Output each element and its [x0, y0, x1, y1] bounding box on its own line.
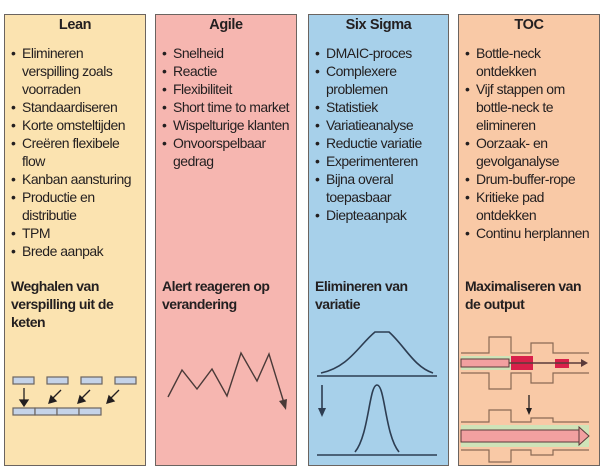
- list-item: DMAIC-proces: [315, 44, 446, 62]
- list-item: Oorzaak- en gevolganalyse: [465, 134, 597, 170]
- agile-zigzag-illustration: [167, 351, 287, 410]
- list-item: Continu herplannen: [465, 224, 597, 242]
- list-item: Standaardiseren: [11, 98, 143, 116]
- list-item: Bottle-neck ontdekken: [465, 44, 597, 80]
- feature-list: DMAIC-procesComplexere problemenStatisti…: [315, 44, 446, 224]
- panel-agile: AgileSnelheidReactieFlexibiliteitShort t…: [155, 14, 297, 466]
- list-item: Drum-buffer-rope: [465, 170, 597, 188]
- list-item: Wispelturige klanten: [162, 116, 294, 134]
- list-item: Variatieanalyse: [315, 116, 446, 134]
- panel-conclusion: Weghalen van verspilling uit de keten: [11, 278, 114, 330]
- panel-title: Agile: [209, 17, 243, 33]
- list-item: Brede aanpak: [11, 242, 143, 260]
- feature-list: Bottle-neck ontdekkenVijf stappen om bot…: [465, 44, 597, 242]
- list-item: Creëren flexibele flow: [11, 134, 143, 170]
- panel-toc: TOC Bottle-neck ontdekkenVijf stappen om …: [458, 14, 600, 466]
- list-item: Statistiek: [315, 98, 446, 116]
- panel-title: Lean: [58, 17, 92, 33]
- list-item: Onvoorspelbaar gedrag: [162, 134, 294, 170]
- list-item: Experimenteren: [315, 152, 446, 170]
- panel-title: Six Sigma: [345, 17, 412, 33]
- list-item: Snelheid: [162, 44, 294, 62]
- list-item: Diepteaanpak: [315, 206, 446, 224]
- toc-bottleneck-illustration: [460, 336, 590, 463]
- panel-conclusion: Alert reageren op verandering: [162, 278, 270, 312]
- six-sigma-distribution-illustration: [317, 331, 437, 456]
- list-item: Complexere problemen: [315, 62, 446, 98]
- feature-list: Elimineren verspilling zoals voorradenSt…: [11, 44, 143, 260]
- panel-title: TOC: [514, 17, 544, 33]
- list-item: Flexibiliteit: [162, 80, 294, 98]
- panel-lean: LeanElimineren verspilling zoals voorrad…: [4, 14, 146, 466]
- list-item: Elimineren verspilling zoals voorraden: [11, 44, 143, 98]
- panel-conclusion: Elimineren van variatie: [315, 278, 408, 312]
- list-item: Bijna overal toepasbaar: [315, 170, 446, 206]
- list-item: Kritieke pad ontdekken: [465, 188, 597, 224]
- list-item: TPM: [11, 224, 143, 242]
- list-item: Productie en distributie: [11, 188, 143, 224]
- list-item: Kanban aansturing: [11, 170, 143, 188]
- panel-conclusion: Maximaliseren van de output: [465, 278, 582, 312]
- panel-six-sigma: Six SigmaDMAIC-procesComplexere probleme…: [308, 14, 449, 466]
- list-item: Short time to market: [162, 98, 294, 116]
- list-item: Reactie: [162, 62, 294, 80]
- lean-illustration: [12, 376, 137, 416]
- list-item: Korte omsteltijden: [11, 116, 143, 134]
- feature-list: SnelheidReactieFlexibiliteitShort time t…: [162, 44, 294, 170]
- list-item: Reductie variatie: [315, 134, 446, 152]
- list-item: Vijf stappen om bottle-neck te eliminere…: [465, 80, 597, 134]
